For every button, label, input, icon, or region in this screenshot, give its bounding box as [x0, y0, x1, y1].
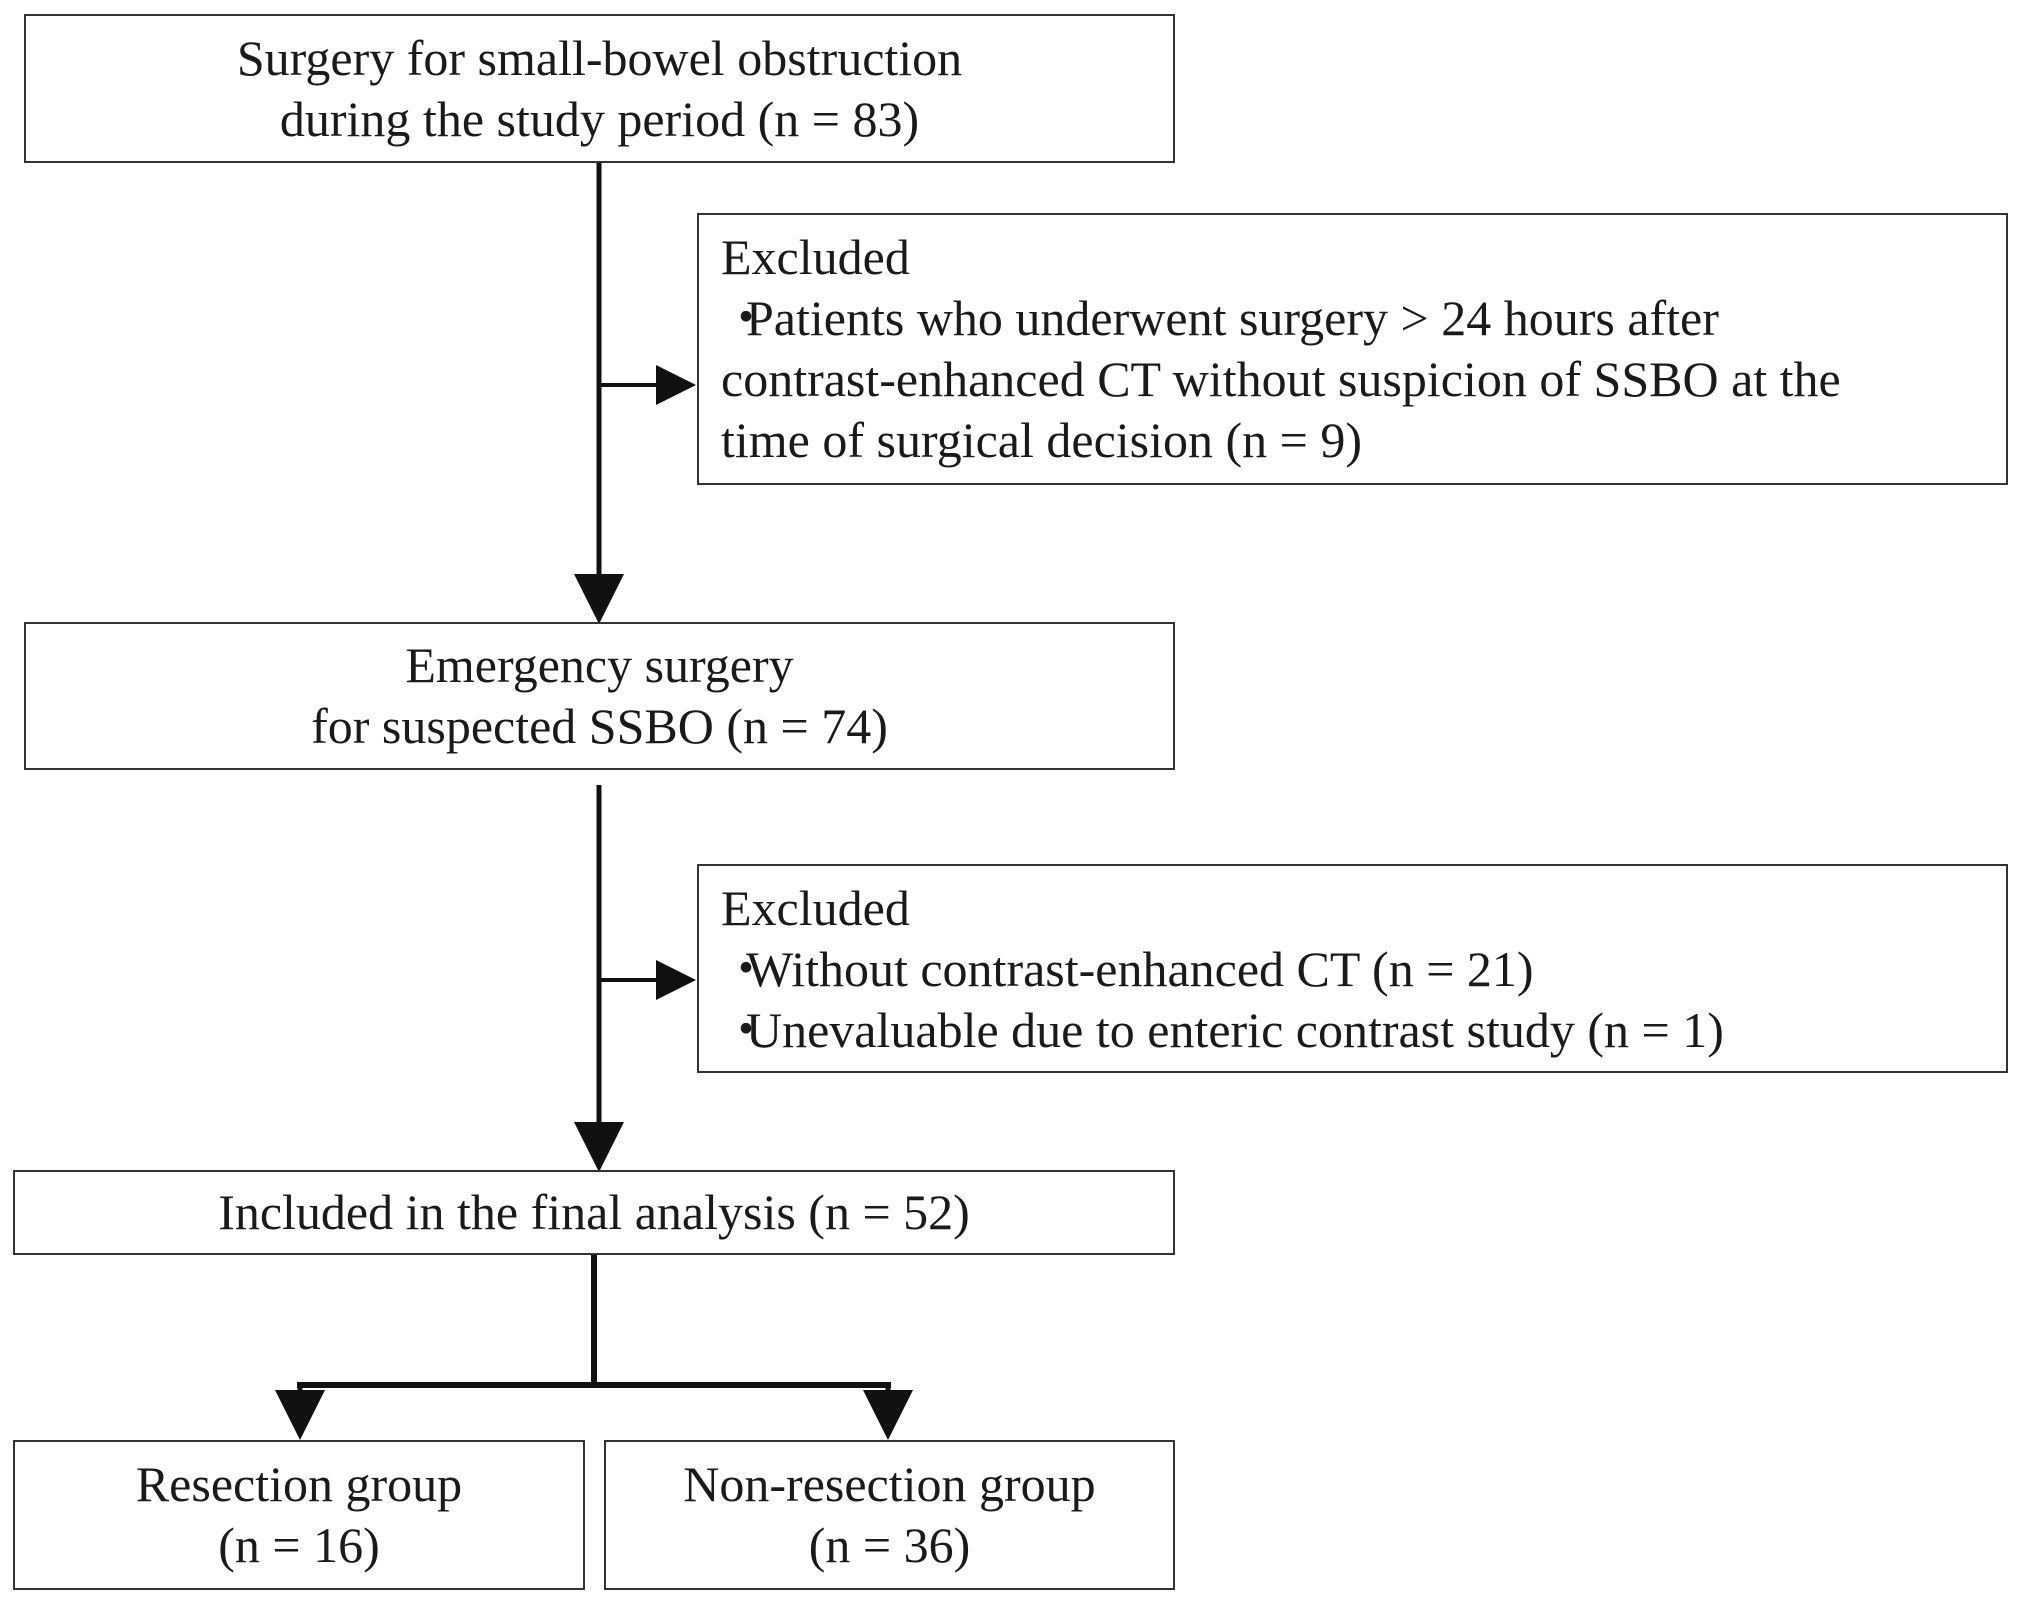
- emergency-box-line-2: for suspected SSBO (n = 74): [311, 698, 888, 754]
- non-resection-group-line-1: Non-resection group: [683, 1456, 1096, 1512]
- exclusion-2-heading: Excluded: [721, 880, 910, 936]
- start-box-line-1: Surgery for small-bowel obstruction: [236, 29, 963, 86]
- exclusion-2-item-2: ・Unevaluable due to enteric contrast stu…: [721, 1000, 2006, 1061]
- exclusion-1-heading: Excluded: [721, 229, 910, 285]
- exclusion-1-line-2: contrast-enhanced CT without suspicion o…: [721, 351, 1841, 407]
- bullet-glyph: ・: [721, 1002, 771, 1058]
- non-resection-group-box: Non-resection group (n = 36): [604, 1440, 1175, 1590]
- exclusion-box-1: Excluded ・Patients who underwent surgery…: [697, 213, 2008, 485]
- resection-group-line-2: (n = 16): [218, 1517, 380, 1573]
- bullet-glyph: ・: [721, 290, 771, 346]
- start-box-line-2: during the study period (n = 83): [279, 90, 920, 147]
- resection-group-box: Resection group (n = 16): [13, 1440, 585, 1590]
- exclusion-1-line-1: Patients who underwent surgery > 24 hour…: [746, 290, 1719, 346]
- exclusion-2-item-1: ・Without contrast-enhanced CT (n = 21): [721, 939, 2006, 1000]
- exclusion-2-item-2-text: Unevaluable due to enteric contrast stud…: [746, 1002, 1724, 1058]
- start-box: Surgery for small-bowel obstruction duri…: [24, 14, 1175, 163]
- bullet-glyph: ・: [721, 941, 771, 997]
- resection-group-line-1: Resection group: [135, 1456, 463, 1512]
- emergency-box: Emergency surgery for suspected SSBO (n …: [24, 622, 1175, 770]
- exclusion-box-2: Excluded ・Without contrast-enhanced CT (…: [697, 864, 2008, 1073]
- emergency-box-line-1: Emergency surgery: [405, 637, 794, 693]
- non-resection-group-line-2: (n = 36): [808, 1517, 971, 1573]
- exclusion-2-item-1-text: Without contrast-enhanced CT (n = 21): [746, 941, 1534, 997]
- exclusion-1-line-3: time of surgical decision (n = 9): [721, 412, 1363, 468]
- exclusion-1-bullet-item: ・Patients who underwent surgery > 24 hou…: [721, 288, 2006, 349]
- final-analysis-box: Included in the final analysis (n = 52): [13, 1170, 1175, 1255]
- final-analysis-label: Included in the final analysis (n = 52): [218, 1184, 970, 1240]
